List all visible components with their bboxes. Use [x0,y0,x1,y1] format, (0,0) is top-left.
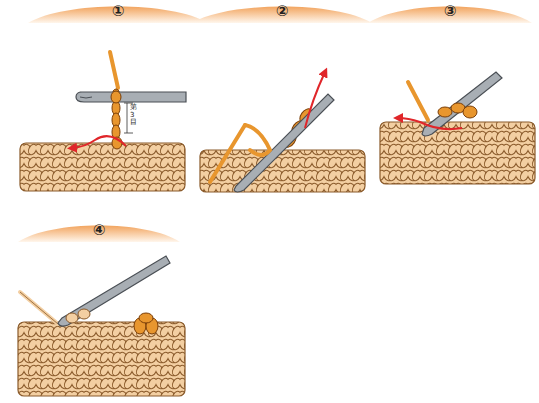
panel-1-art [20,52,186,191]
step-tab: ④ [18,220,180,242]
panel-3-art [380,72,535,184]
step-number: ② [192,1,372,21]
step-tab: ③ [368,1,532,23]
step-tab: ② [192,1,372,23]
panel-2-art [200,72,365,192]
step-number: ① [28,1,208,21]
step-number: ③ [368,1,532,21]
stitch-count-label: 第3目 [130,104,137,127]
panel-4-art [18,256,185,396]
step-tab: ① [28,1,208,23]
step-number: ④ [18,220,180,240]
